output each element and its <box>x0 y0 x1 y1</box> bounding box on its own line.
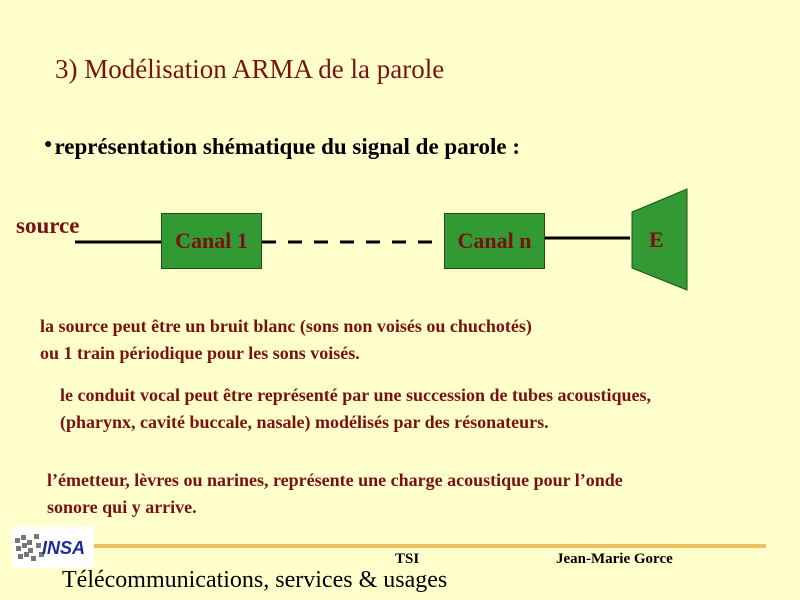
footer-divider <box>62 544 766 548</box>
canal-1-label: Canal 1 <box>175 228 248 253</box>
footer-center-text: TSI <box>395 551 420 567</box>
canal-n-label: Canal n <box>457 228 532 253</box>
paragraph-vocal-tract: le conduit vocal peut être représenté pa… <box>60 382 651 436</box>
footer-author: Jean-Marie Gorce <box>556 551 673 567</box>
paragraph-line: ou 1 train périodique pour les sons vois… <box>40 343 360 363</box>
emitter-trapezoid <box>631 188 688 291</box>
emitter-label: E <box>649 227 664 252</box>
slide-title: 3) Modélisation ARMA de la parole <box>55 54 445 84</box>
insa-logo-icon: INSA <box>12 526 94 568</box>
source-label: source <box>16 213 80 238</box>
canal-1-box: Canal 1 <box>161 213 262 269</box>
paragraph-source: la source peut être un bruit blanc (sons… <box>40 313 532 367</box>
footer-subtitle: Télécommunications, services & usages <box>62 567 448 593</box>
paragraph-line: (pharynx, cavité buccale, nasale) modéli… <box>60 412 549 432</box>
insa-logo-text: INSA <box>42 538 85 558</box>
paragraph-line: la source peut être un bruit blanc (sons… <box>40 316 532 336</box>
canal-n-box: Canal n <box>444 213 545 269</box>
bullet-dot-icon: ● <box>44 137 53 152</box>
paragraph-emitter: l’émetteur, lèvres ou narines, représent… <box>47 467 623 521</box>
paragraph-line: l’émetteur, lèvres ou narines, représent… <box>47 470 623 490</box>
bullet-text: représentation shématique du signal de p… <box>54 134 521 159</box>
paragraph-line: le conduit vocal peut être représenté pa… <box>60 385 651 405</box>
paragraph-line: sonore qui y arrive. <box>47 497 197 517</box>
insa-logo: INSA <box>12 526 94 568</box>
bullet-line: ●représentation shématique du signal de … <box>44 134 520 160</box>
